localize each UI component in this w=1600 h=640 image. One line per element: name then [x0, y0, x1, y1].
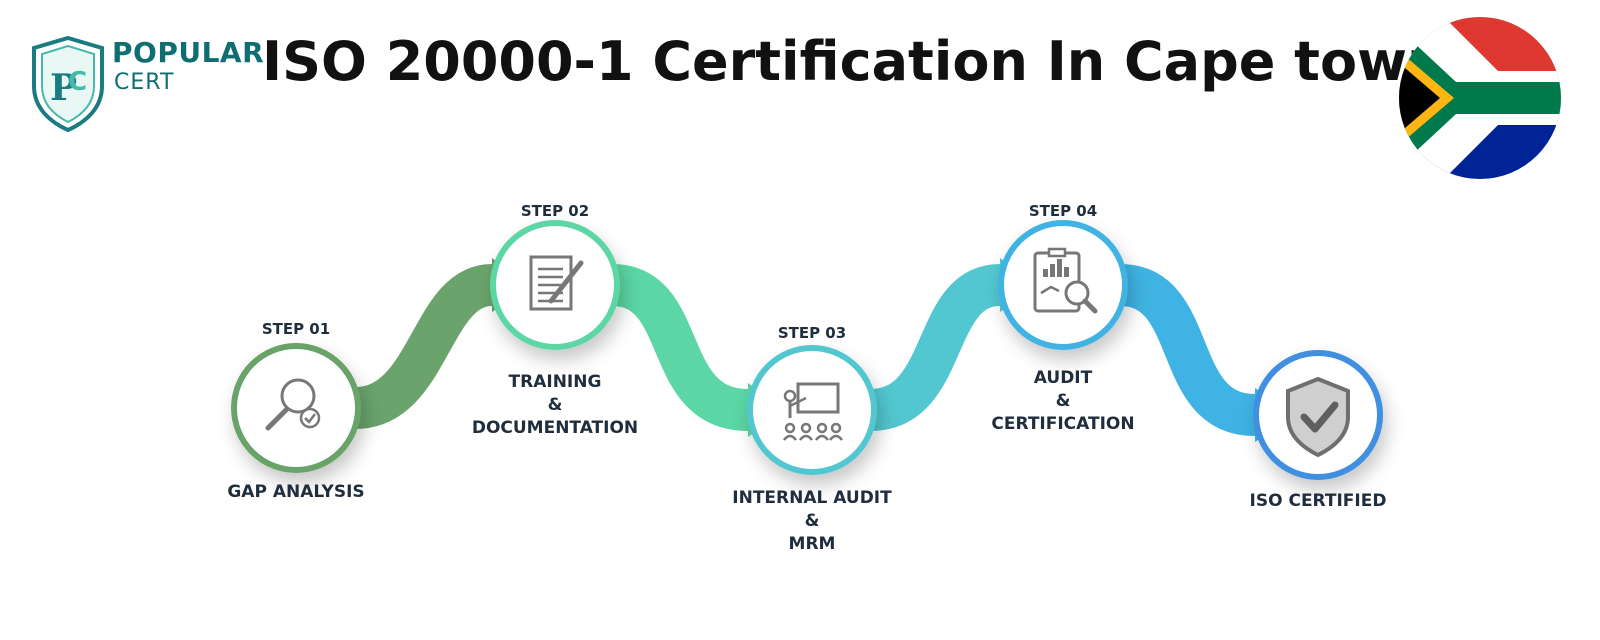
step-name-line: &: [1055, 391, 1071, 411]
step-name-label: GAP ANALYSIS: [227, 481, 364, 504]
step-number-label: STEP 02: [520, 202, 590, 220]
brand-logo: P C POPULAR CERT: [28, 34, 264, 134]
south-africa-flag-icon: [1399, 17, 1561, 179]
step-name-line: GAP ANALYSIS: [227, 482, 365, 502]
logo-text-secondary: CERT: [114, 70, 175, 95]
step-name-label: TRAINING & DOCUMENTATION: [472, 371, 638, 440]
magnifier-check-icon: [265, 378, 321, 431]
svg-text:C: C: [68, 67, 87, 97]
step-name-line: &: [804, 511, 820, 531]
report-magnifier-icon: [1033, 247, 1098, 314]
step-name-line: CERTIFICATION: [991, 414, 1135, 434]
step-name-line: &: [547, 395, 563, 415]
document-pencil-icon: [529, 255, 584, 311]
step-name-line: INTERNAL AUDIT: [732, 488, 892, 508]
step-name-line: TRAINING: [508, 372, 602, 392]
step-name-line: DOCUMENTATION: [471, 418, 639, 438]
step-name-label: ISO CERTIFIED: [1250, 490, 1387, 513]
step-name-line: MRM: [788, 534, 836, 554]
step-icons: [265, 247, 1350, 458]
svg-text:P: P: [50, 67, 77, 109]
step-name-line: ISO CERTIFIED: [1249, 491, 1387, 511]
step-name-line: AUDIT: [1033, 368, 1093, 388]
step-number-label: STEP 01: [261, 320, 331, 338]
shield-logo-icon: P C: [32, 35, 104, 133]
step-number-label: STEP 04: [1028, 202, 1098, 220]
page-title: ISO 20000-1 Certification In Cape town: [262, 30, 1446, 93]
logo-text-primary: POPULAR: [112, 36, 265, 69]
step-number-label: STEP 03: [777, 324, 847, 342]
shield-check-icon: [1286, 376, 1350, 458]
step-name-label: INTERNAL AUDIT & MRM: [732, 487, 891, 556]
step-node-1: [231, 343, 361, 473]
step-name-label: AUDIT & CERTIFICATION: [991, 367, 1134, 436]
presentation-board-icon: [783, 382, 843, 441]
